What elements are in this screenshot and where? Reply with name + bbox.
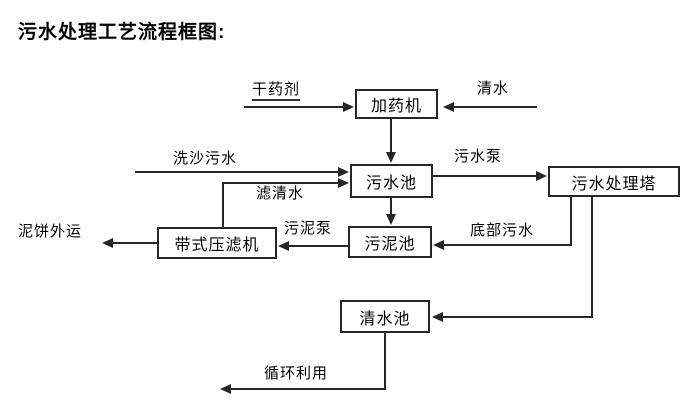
line-sludge-pump <box>288 245 348 247</box>
line-filtered-water <box>222 182 339 184</box>
line-tower-to-clean-riser <box>591 196 593 318</box>
node-sludge-pool: 污泥池 <box>348 226 432 258</box>
line-sewage-pump <box>433 175 537 177</box>
node-treatment-tower: 污水处理塔 <box>548 166 680 197</box>
arrowhead-right-icon <box>343 102 354 112</box>
arrowhead-left-icon <box>443 102 454 112</box>
arrowhead-left-icon <box>432 312 443 322</box>
line-dry-agent <box>244 106 344 108</box>
arrowhead-left-icon <box>220 384 231 394</box>
flow-label-mud-cake: 泥饼外运 <box>18 223 83 240</box>
line-recycle <box>231 388 386 390</box>
node-sewage-pool: 污水池 <box>350 164 433 198</box>
line-bottom-sewage <box>442 244 572 246</box>
arrowhead-down-icon <box>386 152 396 163</box>
flow-label-filtered-water: 滤清水 <box>256 185 305 202</box>
page-title: 污水处理工艺流程框图: <box>18 22 226 43</box>
line-sewage-to-sludge <box>390 198 392 216</box>
line-recycle-riser <box>384 333 386 390</box>
flow-label-recycling: 循环利用 <box>264 365 329 382</box>
arrowhead-left-icon <box>433 240 444 250</box>
node-clean-water-pool: 清水池 <box>340 300 430 333</box>
node-belt-filter-press: 带式压滤机 <box>157 227 277 259</box>
arrowhead-left-icon <box>102 238 113 248</box>
line-tower-to-clean <box>442 316 593 318</box>
flow-label-bottom-sewage: 底部污水 <box>470 222 535 239</box>
arrowhead-down-icon <box>386 214 396 225</box>
flow-label-sewage-pump: 污水泵 <box>454 148 503 165</box>
line-filtered-water-riser <box>222 182 224 227</box>
arrowhead-right-icon <box>536 171 547 181</box>
flow-label-sand-washing-sewage: 洗沙污水 <box>173 150 238 167</box>
arrowhead-right-icon <box>338 178 349 188</box>
flow-label-dry-agent: 干药剂 <box>252 82 301 101</box>
flow-label-sludge-pump: 污泥泵 <box>284 220 333 237</box>
node-dosing-machine: 加药机 <box>355 89 438 119</box>
line-bottom-sewage-riser <box>570 196 572 246</box>
flow-label-clean-water: 清水 <box>477 80 510 97</box>
line-clean-water <box>453 106 537 108</box>
line-dosing-to-sewage <box>390 119 392 154</box>
arrowhead-left-icon <box>278 241 289 251</box>
line-mud-cake <box>112 242 157 244</box>
line-sand-washing <box>135 171 339 173</box>
arrowhead-right-icon <box>338 167 349 177</box>
